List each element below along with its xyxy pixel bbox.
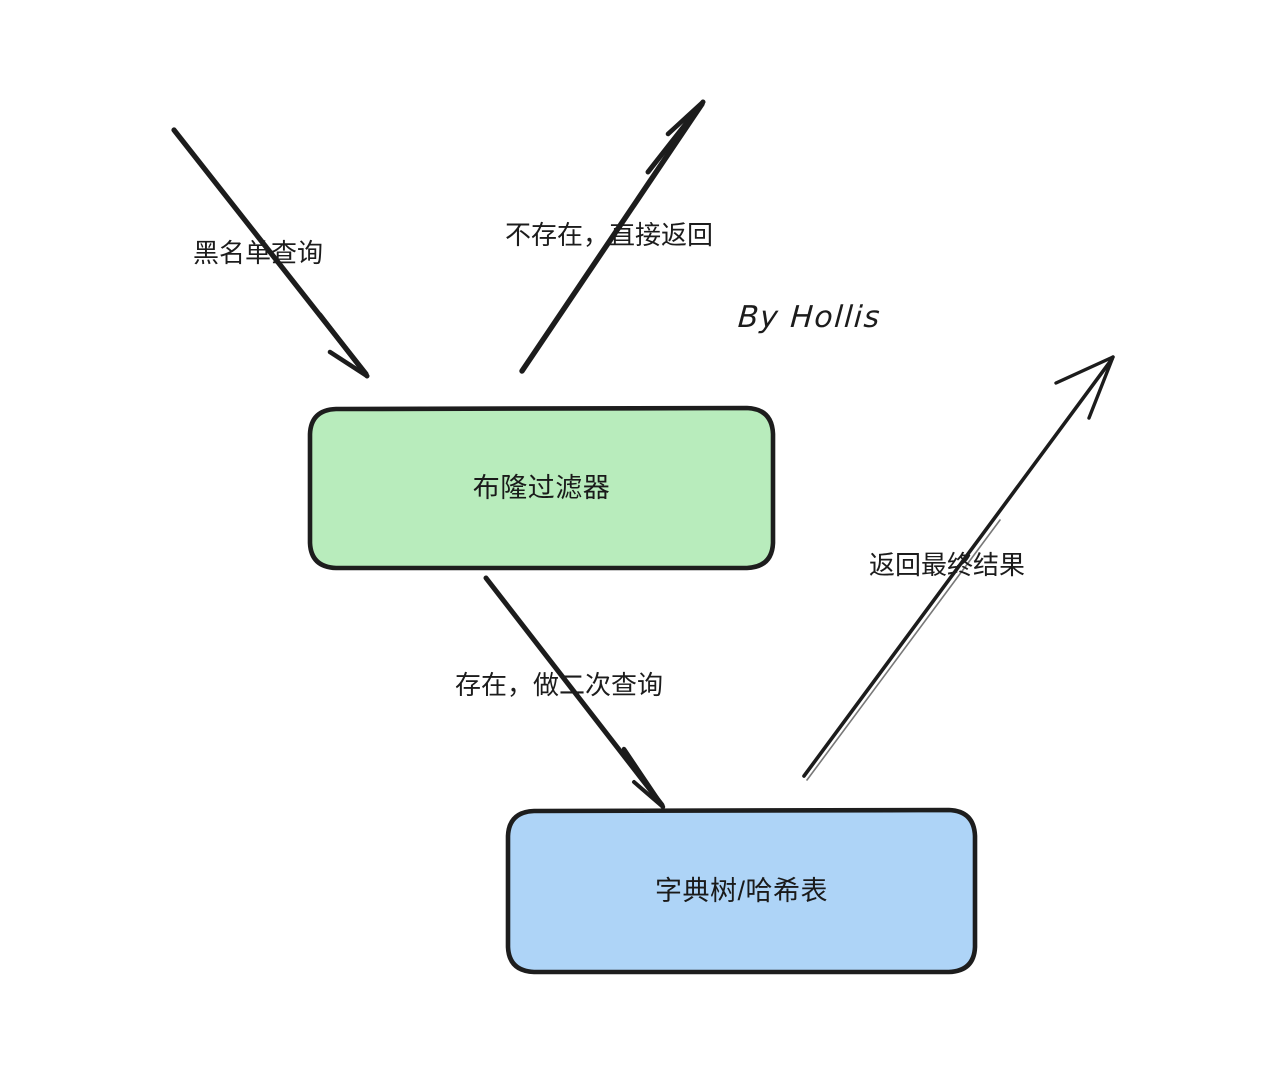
edge-label-return-final-result: 返回最终结果 (869, 550, 1026, 580)
node-trie-hashtable-label: 字典树/哈希表 (654, 875, 828, 906)
edge-label-exist-second-query: 存在，做二次查询 (455, 670, 664, 700)
author-signature: By Hollis (736, 300, 883, 335)
node-trie-hashtable[interactable]: 字典树/哈希表 (507, 809, 976, 973)
node-bloom-filter-label: 布隆过滤器 (472, 472, 611, 503)
edge-label-not-exist-return: 不存在，直接返回 (505, 220, 714, 250)
node-bloom-filter[interactable]: 布隆过滤器 (309, 407, 774, 569)
edge-label-blacklist-query: 黑名单查询 (193, 238, 324, 268)
